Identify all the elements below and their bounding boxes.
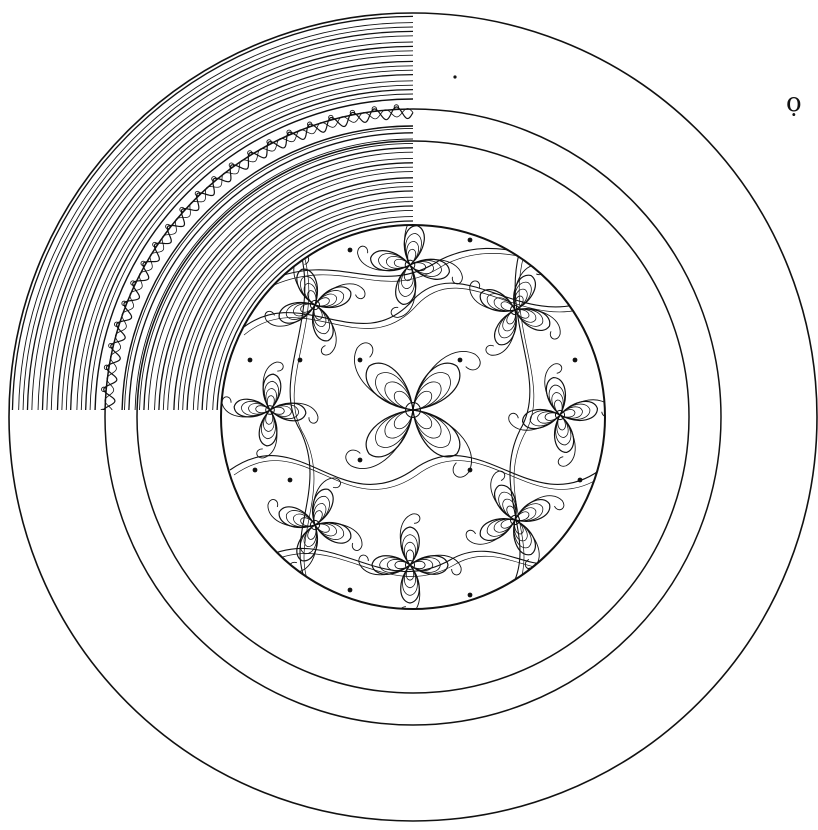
medallion-dot — [298, 358, 303, 363]
medallion-dot — [358, 358, 363, 363]
medallion-dot — [288, 478, 293, 483]
medallion-dot — [358, 458, 363, 463]
medallion-dot — [468, 468, 473, 473]
medallion-dot — [468, 238, 473, 243]
medallion-dot — [348, 248, 353, 253]
figure-label: ọ — [786, 90, 802, 116]
medallion-dot — [458, 358, 463, 363]
ink-speck — [453, 75, 456, 78]
medallion-dot — [538, 248, 543, 253]
medallion-dot — [573, 358, 578, 363]
medallion-dot — [253, 468, 258, 473]
medallion-dot — [248, 358, 253, 363]
medallion-dot — [578, 478, 583, 483]
floral-medallion — [214, 199, 623, 620]
medallion-dot — [348, 588, 353, 593]
medallion-dot — [468, 593, 473, 598]
